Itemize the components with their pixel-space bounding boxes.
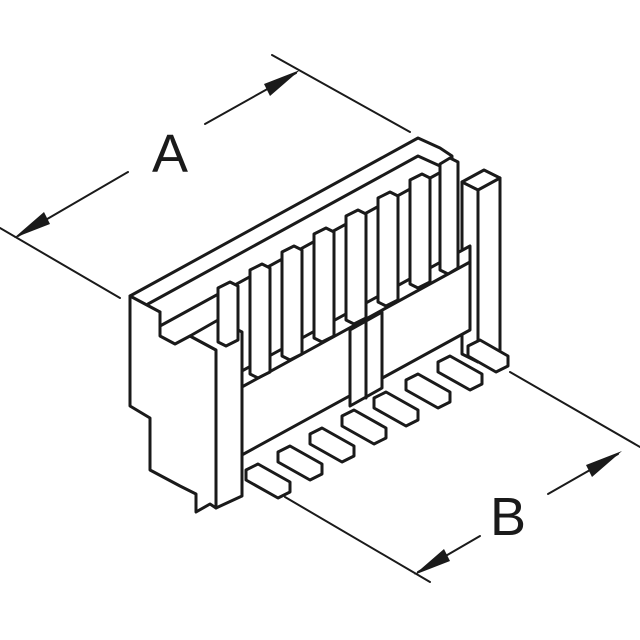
lower-lead-2 <box>276 444 324 482</box>
dimension-b-arrow-left-icon <box>414 549 450 575</box>
lower-lead-7 <box>436 354 484 392</box>
lower-lead-4 <box>340 408 388 446</box>
upper-pins <box>216 156 460 380</box>
dimension-a-label: A <box>152 124 188 184</box>
dimension-b-arrow-right-icon <box>586 451 622 477</box>
lower-lead-3 <box>308 426 356 464</box>
lower-lead-6 <box>404 372 452 410</box>
upper-pin-7 <box>408 172 432 290</box>
dimension-b-extension-right <box>509 371 640 448</box>
dimension-b-extension-left <box>284 496 431 583</box>
dimension-a-arrow-right-icon <box>264 70 300 96</box>
upper-pin-8 <box>438 156 460 276</box>
dimension-b: B <box>284 371 640 583</box>
lower-lead-1 <box>244 462 292 500</box>
dimension-a-extension-left <box>0 227 121 299</box>
upper-pin-2 <box>248 262 272 380</box>
housing-inner-rim <box>146 154 442 306</box>
housing-left-block-side <box>128 294 218 514</box>
upper-pin-3 <box>280 244 304 362</box>
lower-lead-5 <box>372 390 420 428</box>
lower-leads <box>244 338 510 500</box>
upper-pin-4 <box>312 226 336 344</box>
lower-lead-8 <box>466 338 510 374</box>
upper-pin-6 <box>376 190 400 308</box>
dimension-b-label: B <box>490 487 526 547</box>
dimension-a-extension-right <box>271 54 411 133</box>
connector-housing <box>128 136 502 514</box>
dimension-a-arrow-left-icon <box>14 212 50 238</box>
upper-pin-1 <box>216 280 240 348</box>
upper-pin-5 <box>344 208 368 326</box>
dimension-a: A <box>0 54 411 299</box>
